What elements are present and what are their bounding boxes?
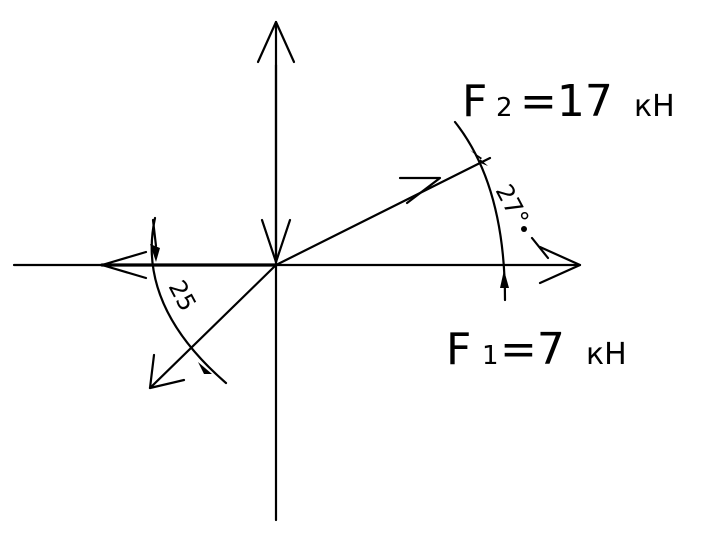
f2-index: 2 (496, 93, 513, 123)
angle-label-25: 25 (163, 276, 202, 316)
angle-label-27: 27° (490, 180, 535, 231)
f2-label: F 2 =17 кН (462, 76, 675, 127)
angle-arc-27-bottom-tick (500, 270, 509, 288)
lower-left-force-arrow (148, 263, 278, 390)
angle-arc-25-bottom-tick (198, 362, 212, 374)
f2-symbol: F (462, 76, 487, 127)
f1-value: =7 (500, 324, 565, 375)
angle-arc-25 (150, 216, 228, 385)
f2-force-arrow (274, 156, 492, 267)
f1-label: F 1 =7 кН (446, 324, 627, 375)
angle-arc-25-extension (151, 218, 158, 248)
y-axis-arrowhead (256, 20, 296, 64)
downward-force-arrowhead (260, 218, 292, 264)
degree-dot-icon (521, 226, 527, 232)
f2-value: =17 (520, 76, 613, 127)
angle-arc-27-extension (530, 236, 550, 260)
f1-unit: кН (586, 337, 627, 372)
f1-symbol: F (446, 324, 471, 375)
f2-unit: кН (634, 89, 675, 124)
x-axis-arrowhead (538, 245, 582, 285)
leftward-force-arrowhead (100, 250, 148, 280)
f1-index: 1 (482, 341, 499, 371)
lower-left-arrowhead (148, 353, 186, 390)
f2-mid-arrowhead (398, 176, 442, 205)
angle-arc-25-top-tick (150, 244, 160, 262)
angle-arc-27 (453, 120, 507, 302)
angle-arc-27-top-tick (470, 150, 488, 166)
